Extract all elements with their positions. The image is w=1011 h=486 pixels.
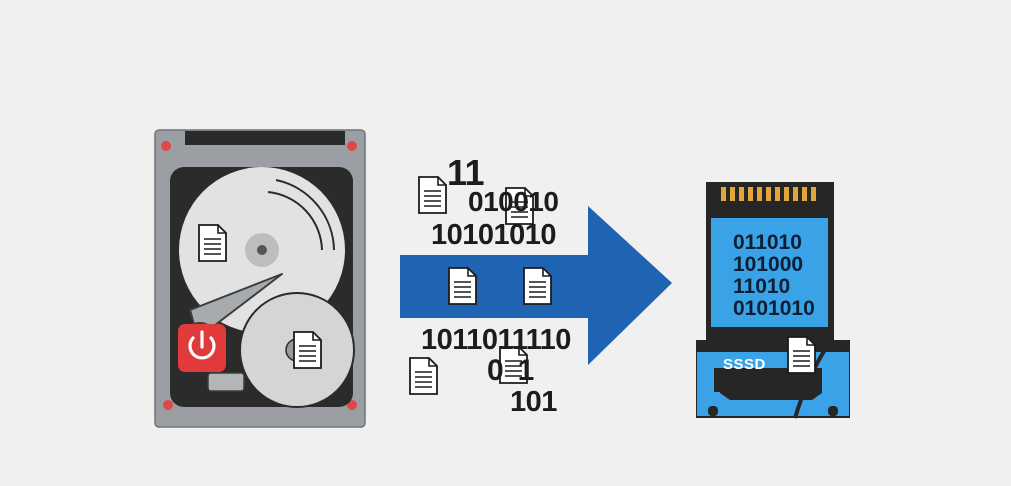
binary-text-top-2: 010010 [468,186,559,217]
document-icon [523,267,552,305]
binary-text-bottom-2: 01 [487,354,549,387]
document-icon [787,336,816,374]
binary-text-top-1: 11 [447,152,485,193]
document-icon [293,331,322,369]
ssd-binary-line: 011010 [733,231,802,254]
document-icon [198,224,227,262]
document-icon [418,176,447,214]
power-icon [178,324,226,372]
ssd-label: SSSD [723,356,766,373]
binary-text-bottom-1: 1011011110 [421,324,571,356]
ssd-binary-line: 101000 [733,253,804,276]
binary-text-bottom-3: 101 [510,386,557,418]
binary-text-top-3: 10101010 [431,219,557,251]
document-icon [448,267,477,305]
ssd-binary-line: 11010 [733,275,791,298]
hard-drive-icon [154,129,366,428]
ssd-binary-line: 0101010 [733,297,815,320]
document-icon [409,357,438,395]
